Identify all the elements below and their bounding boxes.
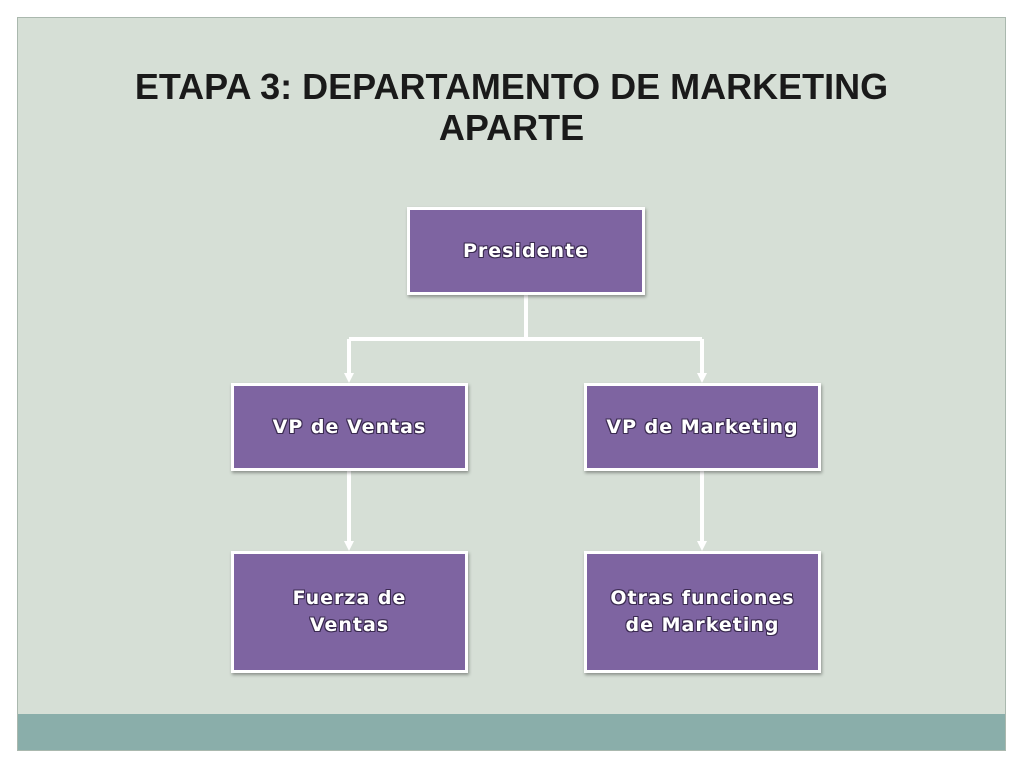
slide: ETAPA 3: DEPARTAMENTO DE MARKETING APART…: [17, 17, 1006, 751]
org-node-otras-funciones-marketing: Otras funciones de Marketing: [584, 551, 821, 673]
org-node-vp-ventas: VP de Ventas: [231, 383, 468, 471]
slide-title-line-2: APARTE: [438, 107, 585, 148]
slide-title-line-1: ETAPA 3: DEPARTAMENTO DE MARKETING: [134, 66, 889, 107]
footer-bar: [18, 714, 1005, 750]
org-node-vp-marketing: VP de Marketing: [584, 383, 821, 471]
org-chart-connectors: [344, 295, 707, 551]
slide-title: ETAPA 3: DEPARTAMENTO DE MARKETING APART…: [18, 66, 1005, 148]
org-node-fuerza-de-ventas: Fuerza de Ventas: [231, 551, 468, 673]
org-node-presidente: Presidente: [407, 207, 645, 295]
